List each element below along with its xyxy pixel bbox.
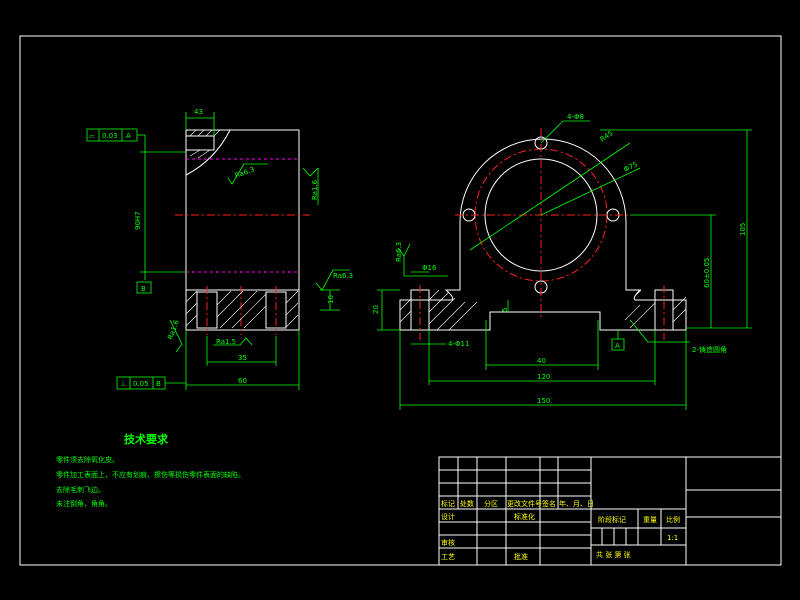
dim-bolt: 4-Φ11 <box>448 340 469 348</box>
svg-text:⊥: ⊥ <box>120 380 126 388</box>
tb-scale: 1:1 <box>667 534 678 542</box>
datum-b: B <box>141 285 146 293</box>
svg-text:Ra1.5: Ra1.5 <box>216 338 236 346</box>
flatness-frame: ▱ 0.03 A <box>86 128 146 152</box>
tb-date: 年、月、日 <box>559 499 594 508</box>
dim-150: 150 <box>537 397 550 405</box>
tb-stage: 阶段标记 <box>598 515 626 524</box>
svg-text:0.03: 0.03 <box>102 132 118 140</box>
dim-60: 60 <box>238 377 247 385</box>
technical-notes: 技术要求 零件须去除氧化皮。 零件加工表面上，不应有划痕、擦伤等损伤零件表面的缺… <box>56 432 245 508</box>
tb-approve: 批准 <box>514 552 528 561</box>
front-outline <box>399 138 687 331</box>
side-body-outline <box>185 129 300 291</box>
oil-hole <box>185 135 215 151</box>
svg-text:Ra6.3: Ra6.3 <box>333 272 353 280</box>
note-3: 去除毛刺飞边。 <box>56 485 105 494</box>
svg-text:0.05: 0.05 <box>133 380 149 388</box>
svg-text:Ra6.3: Ra6.3 <box>395 242 403 262</box>
svg-text:Ra1.6: Ra1.6 <box>311 179 319 200</box>
dim-120: 120 <box>537 373 550 381</box>
hatch-base <box>185 290 299 329</box>
roughness-right: Ra1.6 <box>302 167 319 205</box>
cast-note: 2-铸造圆角 <box>692 345 727 354</box>
dim-top: 43 <box>194 108 203 116</box>
side-view: 43 90H7 B ▱ 0.03 A Ra6.3 Ra1.6 <box>86 108 353 390</box>
dim-slot: 5 <box>501 308 509 312</box>
note-1: 零件须去除氧化皮。 <box>56 455 119 464</box>
datum-b-box <box>136 281 152 294</box>
tb-change-doc: 更改文件号 <box>507 499 542 508</box>
roughness-left: Ra1.6 <box>166 319 183 353</box>
tb-mark: 标记 <box>441 499 455 508</box>
tb-review: 审核 <box>441 538 455 547</box>
tb-scale-label: 比例 <box>666 515 680 524</box>
dim-40: 40 <box>537 357 546 365</box>
drawing-border <box>19 35 782 566</box>
tb-sheet: 共 张 第 张 <box>596 550 631 559</box>
svg-text:B: B <box>156 380 161 388</box>
svg-text:▱: ▱ <box>89 132 95 140</box>
dim-60-tol: 60±0.05 <box>703 258 711 288</box>
tb-count: 处数 <box>460 499 474 508</box>
dim-r45: R45 <box>599 129 615 143</box>
front-hatch <box>399 289 687 331</box>
side-oil-boss <box>185 129 231 176</box>
dim-35: 35 <box>238 354 247 362</box>
svg-text:Ra6.3: Ra6.3 <box>234 165 256 179</box>
dim-base-right: 10 <box>327 295 335 304</box>
roughness-top: Ra6.3 <box>227 163 268 185</box>
bore-circle <box>484 158 598 272</box>
svg-text:A: A <box>126 132 131 140</box>
notes-title: 技术要求 <box>124 432 169 446</box>
dim-105: 105 <box>739 223 747 236</box>
datum-a: A <box>615 342 620 350</box>
side-base-outline <box>185 290 300 331</box>
hatch-top <box>189 129 221 159</box>
tb-process: 工艺 <box>441 553 455 561</box>
note-2: 零件加工表面上，不应有划痕、擦伤等损伤零件表面的缺陷。 <box>56 470 245 479</box>
dim-phi16: Φ16 <box>422 264 437 272</box>
front-view: 4-Φ8 R45 Φ75 105 60±0.05 Ra6.3 Φ16 20 5 … <box>372 113 752 410</box>
roughness-bottom: Ra6.3 <box>315 269 353 291</box>
note-4: 未注倒角，角角。 <box>56 499 112 508</box>
tb-sign: 签名 <box>542 499 556 508</box>
dim-phi75: Φ75 <box>622 160 638 173</box>
tb-designer: 设计 <box>441 512 455 521</box>
hole-callout: 4-Φ8 <box>567 113 584 121</box>
tb-zone: 分区 <box>484 499 498 508</box>
tb-standard: 标准化 <box>514 512 535 521</box>
front-roughness-left: Ra6.3 <box>395 242 448 277</box>
tb-weight: 重量 <box>643 516 657 524</box>
dim-base-h: 20 <box>372 305 380 314</box>
dim-height: 90H7 <box>134 211 142 230</box>
title-block: 标记 处数 分区 更改文件号 签名 年、月、日 设计 标准化 审核 工艺 批准 … <box>438 456 782 566</box>
roughness-hole: Ra1.5 <box>213 337 253 346</box>
perpendicularity-frame: ⊥ 0.05 B <box>116 376 186 390</box>
